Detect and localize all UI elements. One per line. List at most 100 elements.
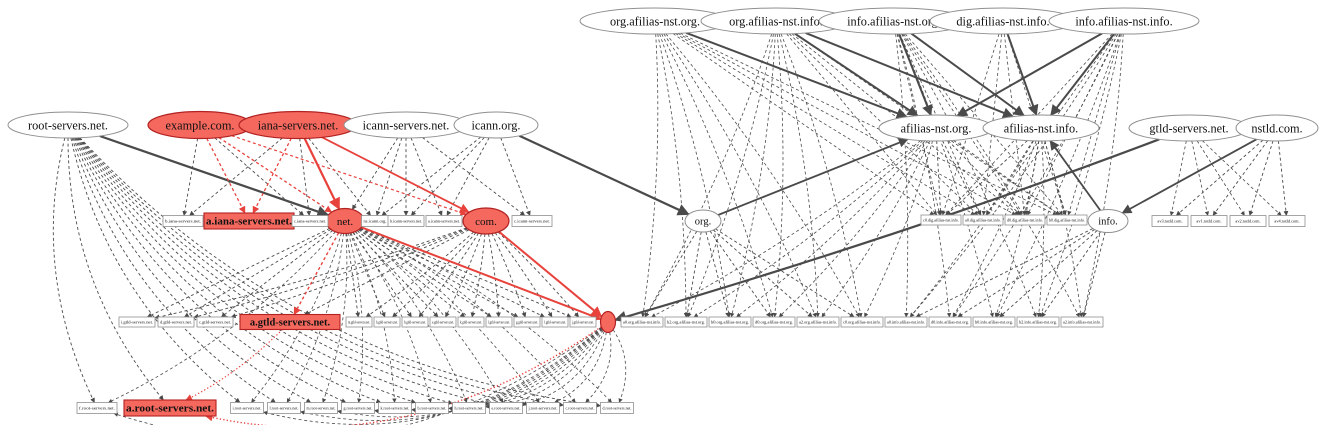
node-t_info_info: info.afilias-nst.info. <box>1048 7 1200 35</box>
edge-zgtlds-av2 <box>1196 140 1245 216</box>
node-nodered <box>599 310 617 334</box>
server-box-ib_b0 <box>972 316 1016 328</box>
node-label-rt_f: f.root-servers.net. <box>79 406 115 411</box>
node-rt_m: m.root-servers.net. <box>304 402 338 414</box>
node-label-ob_c0: c0.org.afilias-nst.info. <box>843 320 881 325</box>
edge-zroot-rt_h <box>76 137 453 405</box>
zone-ellipse-com <box>462 207 510 235</box>
edge-nodered-rt_e <box>522 330 605 406</box>
edge-t_org_org-dg_c0 <box>672 33 935 216</box>
node-label-gt_e: e.gtld-servers.net. <box>432 320 454 325</box>
edge-zexample-bi_b <box>182 138 199 216</box>
edge-net-rt_d <box>360 227 613 403</box>
edge-zaforg-dg_b0 <box>953 140 1061 216</box>
node-ic_b: b.icann-servers.net. <box>387 215 425 227</box>
node-label-rt_h: h.root-servers.net. <box>455 406 484 411</box>
edge-ziana-bi_a <box>252 138 292 214</box>
edge-net-gt_b <box>352 232 412 318</box>
edge-zgtlds-av1 <box>1191 140 1210 216</box>
node-label-ziana: iana-servers.net. <box>258 118 339 132</box>
server-box-bi_b <box>162 215 204 227</box>
node-gt_k: k.gtld-servers.net. <box>457 316 485 328</box>
server-box-dg_c0 <box>920 214 962 226</box>
node-ob_c0: c0.org.afilias-nst.info. <box>840 316 884 328</box>
edge-zroot-net <box>99 134 330 218</box>
edge-t_org_info-ob_b2 <box>687 33 774 318</box>
edge-com-gt_d <box>193 227 468 319</box>
node-ns_ic: ns.icann.org. <box>361 215 389 227</box>
node-label-ib_b0: b0.info.afilias-nst.org. <box>975 320 1013 325</box>
edge-zroot-rt_j <box>78 137 527 407</box>
edge-net-gt_i <box>146 227 330 318</box>
node-label-rt_j: j.root-servers.net. <box>528 406 558 411</box>
edge-net-gt_g <box>359 228 519 318</box>
edge-znstld-av4 <box>1277 140 1289 216</box>
zone-ellipse-zicannorg <box>453 111 539 139</box>
edge-zroot-rt_m <box>72 137 312 403</box>
server-box-dg_a0 <box>962 214 1004 226</box>
edge-zgtlds-av4 <box>1202 140 1282 216</box>
edge-net-rt_l <box>286 233 344 403</box>
node-label-ob_a0: a0.org.afilias-nst.info. <box>623 320 661 325</box>
node-rt_i: i.root-servers.net. <box>230 402 264 414</box>
edge-t_info_org-zaforg <box>898 33 933 117</box>
node-label-av1: av1.nstld.com. <box>1196 219 1221 224</box>
server-box-rt_m <box>304 402 338 414</box>
node-label-rt_l: l.root-servers.net. <box>270 406 299 411</box>
edge-net-rt_c <box>359 228 576 403</box>
edge-net-rt_b <box>352 232 432 403</box>
server-box-ib_a0 <box>884 316 928 328</box>
edge-t_org_info-ob_d0 <box>772 33 784 318</box>
edge-zafinfo-dg_a0 <box>985 140 1034 216</box>
server-box-ib_b2 <box>1016 316 1060 328</box>
edge-t_info_org-dg_b0 <box>904 33 1064 216</box>
node-zicanns: icann-servers.net. <box>343 111 469 139</box>
edge-t_org_info-ob_b0 <box>730 33 776 318</box>
node-dg_b0: b0.dig.afilias-nst.info. <box>1046 214 1088 226</box>
edge-zaforg-ob_b2 <box>693 140 923 318</box>
node-label-t_info_info: info.afilias-nst.info. <box>1075 14 1172 28</box>
server-box-ob_a0 <box>620 316 664 328</box>
node-ob_a2: a2.org.afilias-nst.info. <box>796 316 840 328</box>
edge-zicannorg-ns_ic <box>381 136 481 216</box>
node-gt_h: h.gtld-servers.net. <box>373 316 401 328</box>
edge-net-rt_k <box>350 232 397 403</box>
edge-ziana-net <box>303 137 341 211</box>
edge-znstld-av1 <box>1212 140 1269 216</box>
node-ib_a0: a0.info.afilias-nst.info. <box>884 316 928 328</box>
node-label-rt_c: c.root-servers.net. <box>566 406 595 411</box>
node-label-zafinfo: afilias-nst.info. <box>1004 121 1078 135</box>
edge-com-nodered <box>498 230 603 318</box>
node-label-gt_i: i.gtld-servers.net. <box>121 320 153 325</box>
edge-com-gt_i <box>154 227 467 320</box>
server-box-rt_f <box>76 402 118 414</box>
node-gt_i: i.gtld-servers.net. <box>118 316 156 328</box>
edge-zexample-bi_c <box>214 137 305 216</box>
node-label-infom: info. <box>1098 217 1118 228</box>
node-rt_g: g.root-servers.net. <box>341 402 375 414</box>
node-label-ob_d0: d0.org.afilias-nst.org. <box>755 320 793 325</box>
server-box-ic_a <box>425 215 463 227</box>
server-box-rt_e <box>489 402 523 414</box>
node-label-av2: av2.nstld.com. <box>1235 219 1260 224</box>
node-dg_c0: c0.dig.afilias-nst.info. <box>920 214 962 226</box>
node-ic_c: c.icann-servers.net. <box>511 215 553 227</box>
node-zroot: root-servers.net. <box>7 111 129 139</box>
node-label-rt_b: b.root-servers.net. <box>418 406 447 411</box>
server-box-bi_c <box>291 215 329 227</box>
edge-zroot-rt_k <box>74 137 382 404</box>
node-zexample: example.com. <box>147 110 253 140</box>
node-com: com. <box>462 207 510 235</box>
edge-zexample-com <box>231 135 467 216</box>
edge-t_info_info-ib_d0 <box>953 33 1119 318</box>
node-gt_f: f.gtld-servers.net. <box>541 316 569 328</box>
edge-t_org_org-dg_a0 <box>675 33 976 216</box>
zone-ellipse-nodered <box>599 310 617 334</box>
node-label-dg_d0: d0.dig.afilias-nst.info. <box>1007 218 1043 223</box>
server-box-dg_d0 <box>1004 214 1046 226</box>
node-label-t_info_org: info.afilias-nst.org. <box>847 14 941 28</box>
node-ziana: iana-servers.net. <box>238 110 358 140</box>
edge-t_info_info-dg_d0 <box>1027 33 1118 216</box>
edge-ziana-bi_b <box>189 137 283 216</box>
